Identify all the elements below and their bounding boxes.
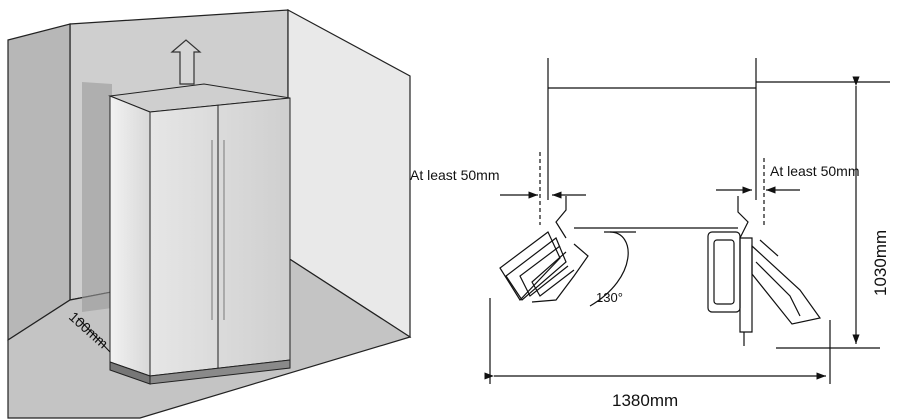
up-arrow-icon: [170, 39, 202, 85]
side-clearance-right-label: At least 50mm: [770, 163, 859, 179]
side-by-side-refrigerator-icon: [108, 83, 291, 385]
room-perspective: 100mm: [7, 8, 412, 419]
left-door: [499, 231, 589, 303]
top-view-diagram: [484, 58, 890, 384]
left-wall: [7, 23, 71, 342]
wall-shadow: [82, 82, 112, 312]
door-swing-arc: [589, 231, 629, 307]
depth-label: 1030mm: [871, 230, 890, 296]
side-clearance-left-label: At least 50mm: [410, 167, 499, 183]
right-door: [707, 231, 822, 346]
width-label: 1380mm: [612, 391, 678, 410]
door-angle-label: 130°: [596, 290, 623, 305]
